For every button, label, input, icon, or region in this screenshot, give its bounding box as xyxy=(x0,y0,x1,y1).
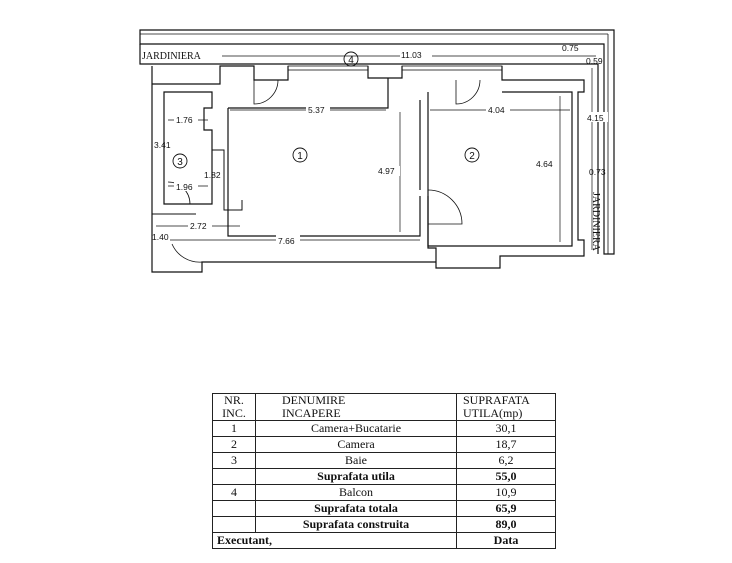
footer-data: Data xyxy=(456,532,556,549)
area-table: NR. INC. DENUMIRE INCAPERE SUPRAFATA UTI… xyxy=(212,393,556,549)
door-arc-entrance xyxy=(427,189,463,225)
room-1-number: 1 xyxy=(297,151,303,162)
exterior-wall xyxy=(151,65,585,273)
table-row: 1 Camera+Bucatarie 30,1 xyxy=(212,420,556,437)
room-3-number: 3 xyxy=(177,157,183,168)
balcony-outline xyxy=(139,44,599,254)
table-footer-row: Executant, Data xyxy=(212,532,556,549)
footer-executant: Executant, xyxy=(212,532,457,549)
room-1-outline xyxy=(227,78,421,237)
table-row: 2 Camera 18,7 xyxy=(212,436,556,453)
dim-balcony-length: 11.03 xyxy=(401,50,422,60)
dim-bath-inner: 1.82 xyxy=(204,170,221,180)
table-row-built: Suprafata construita 89,0 xyxy=(212,516,556,533)
room-1-marker xyxy=(292,147,308,163)
dim-room1-height: 4.97 xyxy=(378,166,395,176)
dim-bath-door: 1.96 xyxy=(176,182,193,192)
room-2-outline xyxy=(427,91,573,247)
dim-right-gap: 0.73 xyxy=(589,167,606,177)
dim-total-width: 7.66 xyxy=(278,236,295,246)
dim-room2-width: 4.04 xyxy=(488,105,505,115)
dim-room1-width: 5.37 xyxy=(308,105,325,115)
jardiniera-right-label: JARDINIERA xyxy=(590,192,601,252)
dim-balcony-end: 0.75 xyxy=(562,43,579,53)
room-3-marker xyxy=(172,153,188,169)
header-area: SUPRAFATA UTILA(mp) xyxy=(456,393,556,421)
room-2-number: 2 xyxy=(469,151,475,162)
header-nr: NR. INC. xyxy=(212,393,256,421)
table-row-total: Suprafata totala 65,9 xyxy=(212,500,556,517)
table-header-row: NR. INC. DENUMIRE INCAPERE SUPRAFATA UTI… xyxy=(212,393,556,421)
dim-right-side: 4.15 xyxy=(587,113,604,123)
door-arc-room1 xyxy=(253,79,279,105)
header-name: DENUMIRE INCAPERE xyxy=(255,393,457,421)
door-arc-room2 xyxy=(455,79,481,105)
table-row-subtotal: Suprafata utila 55,0 xyxy=(212,468,556,485)
door-arc-main xyxy=(171,243,203,263)
room-4-number: 4 xyxy=(348,55,354,66)
table-row: 4 Balcon 10,9 xyxy=(212,484,556,501)
room-4-marker xyxy=(343,51,359,67)
jardiniera-top-label: JARDINIERA xyxy=(142,51,202,62)
floor-plan: 4 1 2 3 JARDINIERA JARDINIERA 11.03 0.75… xyxy=(139,29,615,273)
table-row: 3 Baie 6,2 xyxy=(212,452,556,469)
dim-entry: 1.40 xyxy=(152,232,169,242)
dim-room2-height: 4.64 xyxy=(536,159,553,169)
room-2-marker xyxy=(464,147,480,163)
dim-bath-height: 3.41 xyxy=(154,140,171,150)
dim-bath-width: 1.76 xyxy=(176,115,193,125)
dim-hall-width: 2.72 xyxy=(190,221,207,231)
dim-right-small: 0.59 xyxy=(586,56,603,66)
